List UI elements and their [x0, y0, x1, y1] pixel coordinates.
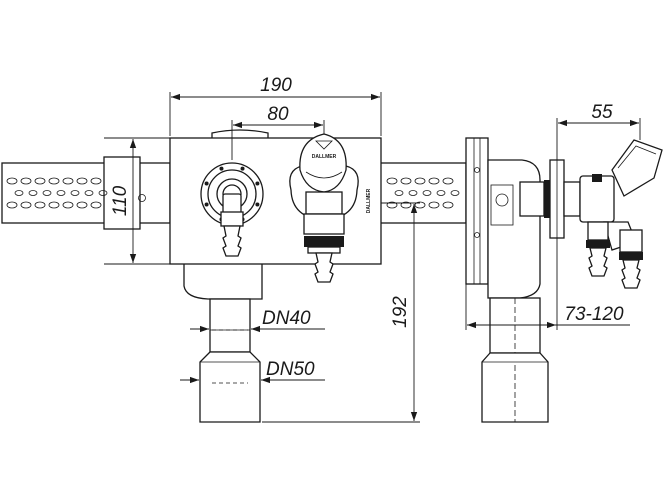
rail-slot [76, 201, 88, 209]
dim-plate-height: 110 [110, 185, 131, 216]
drain-pipe-dn40 [209, 298, 251, 353]
flange-bolt [204, 202, 209, 207]
pipe-label-dn40: DN40 [262, 308, 311, 329]
knob-brand-text: DALLMER [312, 154, 337, 160]
top-nub [211, 129, 269, 140]
rail-slot [34, 177, 46, 185]
dim-wall-depth: 73-120 [564, 304, 624, 325]
rail-slot [428, 201, 440, 209]
dim-overall-width: 190 [260, 75, 292, 96]
rail-slot [84, 190, 94, 196]
rail-slot [48, 201, 60, 209]
left-valve [200, 162, 264, 257]
rail-slot [42, 190, 52, 196]
dim-valve-spacing: 80 [267, 104, 289, 125]
flange-bolt [255, 181, 260, 186]
rail-slot [14, 190, 24, 196]
rail-slot [90, 201, 102, 209]
rail-slot [442, 201, 454, 209]
rail-slot [76, 177, 88, 185]
mounting-rail-right [379, 162, 467, 224]
flange-bolt [255, 202, 260, 207]
flange-bolt [240, 166, 245, 171]
fixing-hole [138, 194, 146, 202]
dimensions: 190 80 110 192 55 73-120 DN40 [104, 75, 641, 423]
rail-slot [6, 177, 18, 185]
rail-slot [98, 190, 108, 196]
valve-knob [299, 133, 347, 193]
rail-slot [442, 177, 454, 185]
rail-slot [70, 190, 80, 196]
dim-side-offset: 55 [591, 102, 613, 123]
siphon-housing [183, 261, 263, 300]
rail-slot [422, 190, 432, 196]
rail-slot [386, 201, 398, 209]
siphon-block [487, 159, 541, 299]
rail-slot [20, 177, 32, 185]
rail-slot [62, 201, 74, 209]
mounting-rail-left [1, 156, 171, 230]
rail-slot [400, 177, 412, 185]
dim-total-height: 192 [390, 296, 411, 328]
rail-slot [408, 190, 418, 196]
rail-slot [56, 190, 66, 196]
rail-slot [28, 190, 38, 196]
rail-slot [34, 201, 46, 209]
flange-bolt [204, 181, 209, 186]
rail-slot [414, 177, 426, 185]
plate-brand-text: DALLMER [366, 188, 372, 213]
side-valve [563, 139, 663, 289]
rail-slot [20, 201, 32, 209]
rail-slot [394, 190, 404, 196]
rail-slot [62, 177, 74, 185]
pipe-label-dn50: DN50 [266, 359, 315, 380]
rail-slot [450, 190, 460, 196]
rail-slot [428, 177, 440, 185]
wall-plate [465, 137, 489, 285]
front-view: DALLMER DALLMER [1, 129, 467, 423]
drain-pipe-dn50 [199, 351, 261, 423]
rail-slot [90, 177, 102, 185]
flange-bolt [219, 166, 224, 171]
rail-slot [436, 190, 446, 196]
rail-slot [6, 201, 18, 209]
rail-slot [386, 177, 398, 185]
rail-slot [48, 177, 60, 185]
side-view [465, 137, 663, 423]
right-valve: DALLMER [289, 133, 359, 283]
